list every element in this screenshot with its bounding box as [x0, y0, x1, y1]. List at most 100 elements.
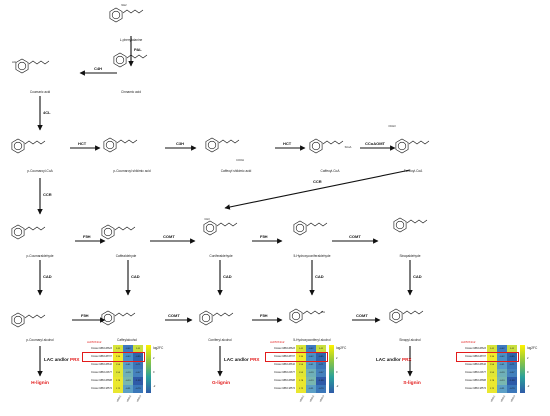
caffeyl-alcohol-side-chain	[114, 312, 136, 317]
heatmap-row-label: Cluster-9883.28688	[274, 379, 295, 382]
reaction-arrows	[37, 36, 413, 377]
sinapaldehyde-side-chain	[406, 219, 428, 224]
heatmap-cell: 1.41	[507, 345, 517, 353]
heatmap-row-label: Cluster-9883.28616	[274, 363, 295, 366]
heatmap-cell: -0.85	[507, 353, 517, 361]
colorbar-title: log2FC	[153, 346, 164, 350]
hydroxyconiferaldehyde-side-chain	[306, 222, 328, 227]
heatmap-cell: 1.72	[296, 385, 306, 393]
p-coumaraldehyde-side-chain	[24, 226, 46, 231]
compound-label: Sinapaldehyde	[399, 254, 421, 258]
p-coumaroyl-coa-side-chain	[24, 140, 46, 145]
heatmap-cell: -0.71	[507, 361, 517, 369]
enzyme-cad5: CAD	[413, 274, 422, 279]
compound-label: Caffeylalcohol	[117, 338, 137, 342]
coumaric-acid-ring-aromatic	[17, 61, 27, 71]
hydroxyconiferyl-alcohol-side-chain	[302, 310, 324, 315]
heatmap-row-label: Cluster-9883.28623	[274, 347, 295, 350]
compound-label: Coumaric acid	[29, 90, 51, 94]
hydroxyconiferyl-alcohol-ring-aromatic	[291, 311, 301, 321]
caffealdehyde-ring-aromatic	[103, 227, 113, 237]
g-lignin-label: G-lignin	[211, 381, 231, 386]
p-coumaryl-alcohol-ring	[11, 312, 25, 328]
prx-text: PRX	[402, 357, 412, 362]
heatmap-cell: -0.19	[306, 369, 316, 377]
enzyme-pal: PAL	[134, 47, 142, 52]
compound-label: Caffeoyl-CoA	[320, 169, 340, 173]
heatmap-cell: 1.41	[113, 345, 123, 353]
p-coumaraldehyde-ring	[11, 224, 25, 240]
compound-label: L-phenylalanine	[119, 38, 143, 42]
phenylalanine-ring-aromatic	[111, 10, 121, 20]
enzyme-hct2: HCT	[283, 141, 292, 146]
lac-prx-label-h: LAC and/or PRX	[44, 357, 79, 362]
p-coumaryl-alcohol-side-chain	[24, 314, 46, 319]
heatmap-cell: -0.71	[316, 361, 326, 369]
heatmap-row-label: Cluster-9883.24677	[274, 371, 295, 374]
heatmap-cell: 1.78	[113, 377, 123, 385]
sinapaldehyde-ring	[393, 217, 407, 233]
caffeoyl-coa-ring	[309, 138, 323, 154]
heatmap-cell: 1.55	[296, 369, 306, 377]
sinapyl-alcohol-ring	[389, 308, 403, 324]
highlight-box	[82, 352, 145, 362]
heatmap-cell: -0.41	[497, 361, 507, 369]
methyl-group-label: CH3	[204, 218, 210, 221]
enzyme-ccr: CCR	[43, 192, 52, 197]
enzyme-ccoaomt: CCoAOMT	[365, 141, 385, 146]
heatmap-cell: -0.42	[123, 353, 133, 361]
heatmap-cell: -0.13	[123, 377, 133, 385]
heatmap-cell: -0.19	[123, 369, 133, 377]
enzyme-f5h-d: F5H	[260, 313, 268, 318]
sinapyl-alcohol-ring-aromatic	[391, 311, 401, 321]
enzyme-cad3: CAD	[223, 274, 232, 279]
heatmap-cell: -0.31	[497, 385, 507, 393]
lac-text: LAC and/or	[224, 357, 251, 362]
heatmap-cell: 2.34	[487, 353, 497, 361]
compound-label: Coniferyl alcohol	[208, 338, 232, 342]
p-coumaryl-alcohol-ring-aromatic	[13, 315, 23, 325]
compound-label: p-Coumaryl alcohol	[26, 338, 54, 342]
heatmap-row-label: Cluster-9883.18574	[91, 387, 112, 390]
compound-label: Feruloyl-CoA	[403, 169, 423, 173]
heatmap-cell: 1.56	[296, 361, 306, 369]
cinnamic-acid-ring	[113, 52, 127, 68]
heatmap-row-label: Cluster-9883.28707	[465, 355, 486, 358]
coniferaldehyde-ring-aromatic	[205, 223, 215, 233]
h-lignin-label: H-lignin	[31, 381, 49, 386]
sinapyl-alcohol-side-chain	[402, 310, 424, 315]
enzyme-f5h-b: F5H	[260, 234, 268, 239]
enzyme-f5h-a: F5H	[83, 234, 91, 239]
lac-prx-label-s: LAC and/or PRX	[376, 357, 411, 362]
phenylalanine-ring	[109, 7, 123, 23]
p-coumaroyl-shikimate-side-chain	[116, 139, 138, 144]
enzyme-comt-b: COMT	[349, 234, 361, 239]
compound-label: p-Coumaroyl shikimic acid	[113, 169, 151, 173]
heatmap-row-label: Cluster-9883.28688	[91, 379, 112, 382]
enzyme-cad1: CAD	[43, 274, 52, 279]
heatmap-cell: -0.79	[316, 385, 326, 393]
methoxy-group-label: OCH3	[388, 125, 396, 128]
coniferyl-alcohol-ring	[199, 310, 213, 326]
compound-label: Sinapyl alcohol	[399, 338, 421, 342]
heatmap-cell: -1.39	[133, 377, 143, 385]
enzyme-comt-c: COMT	[168, 313, 180, 318]
heatmap-cell: -0.41	[123, 361, 133, 369]
p-coumaroyl-coa-ring-aromatic	[13, 141, 23, 151]
hydroxyl-group-label-2: OH	[321, 311, 325, 314]
coumaric-acid-side-chain	[28, 60, 50, 65]
heatmap-cell: -1.39	[316, 377, 326, 385]
heatmap-cell: -0.42	[497, 353, 507, 361]
heatmap-cell: -0.62	[123, 345, 133, 353]
compound-label: Coniferaldehyde	[209, 254, 233, 258]
heatmap-cell: -0.71	[133, 361, 143, 369]
